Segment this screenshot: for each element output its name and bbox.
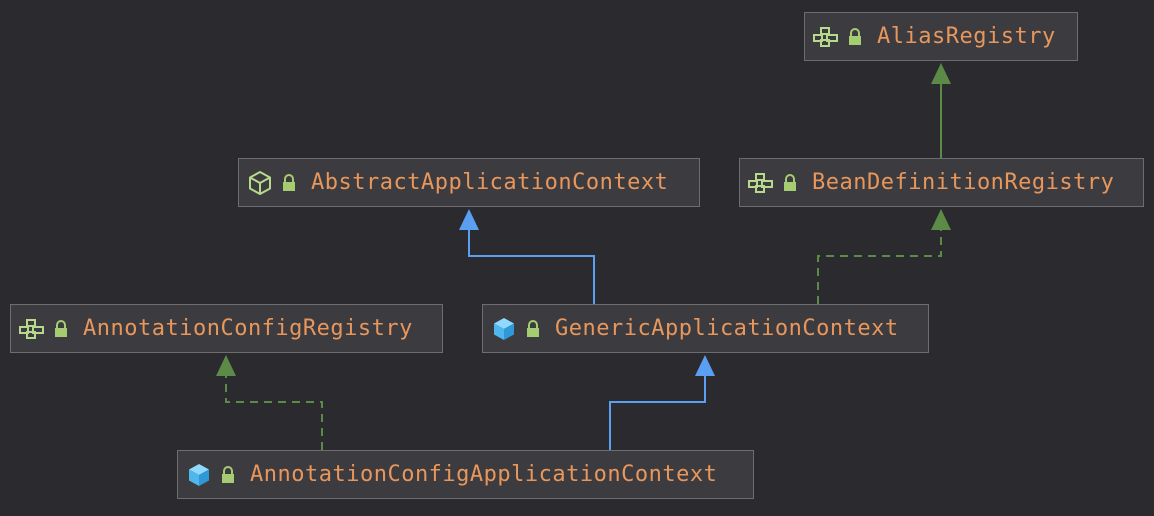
node-abstract-application-context[interactable]: AbstractApplicationContext	[238, 158, 700, 207]
node-label: AbstractApplicationContext	[311, 170, 669, 195]
lock-icon	[847, 28, 863, 46]
node-generic-application-context[interactable]: GenericApplicationContext	[482, 304, 929, 353]
node-label: AliasRegistry	[877, 24, 1056, 49]
edge-annotationconfigappctx-to-annotationconfigregistry	[216, 355, 323, 450]
node-label: AnnotationConfigRegistry	[83, 316, 413, 341]
abstract-class-icon	[247, 170, 273, 196]
class-icon	[186, 462, 212, 488]
edge-beandefinitionregistry-to-aliasregistry	[931, 63, 951, 158]
node-alias-registry[interactable]: AliasRegistry	[804, 12, 1078, 61]
class-icon	[491, 316, 517, 342]
node-annotation-config-application-context[interactable]: AnnotationConfigApplicationContext	[177, 450, 754, 499]
lock-icon	[525, 320, 541, 338]
lock-icon	[53, 320, 69, 338]
node-annotation-config-registry[interactable]: AnnotationConfigRegistry	[10, 304, 443, 353]
lock-icon	[782, 174, 798, 192]
node-label: BeanDefinitionRegistry	[812, 170, 1115, 195]
edge-annotationconfigappctx-to-generic	[609, 355, 715, 450]
lock-icon	[220, 466, 236, 484]
lock-icon	[281, 174, 297, 192]
interface-icon	[19, 316, 45, 342]
edge-generic-to-beandefinitionregistry	[817, 209, 951, 304]
node-bean-definition-registry[interactable]: BeanDefinitionRegistry	[739, 158, 1144, 207]
node-label: GenericApplicationContext	[555, 316, 899, 341]
interface-icon	[813, 24, 839, 50]
node-label: AnnotationConfigApplicationContext	[250, 462, 718, 487]
edge-generic-to-abstract	[459, 209, 595, 304]
interface-icon	[748, 170, 774, 196]
